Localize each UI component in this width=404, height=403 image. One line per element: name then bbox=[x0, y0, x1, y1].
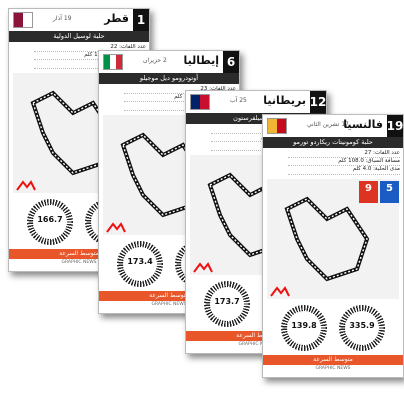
credit: GRAPHIC NEWS bbox=[61, 260, 97, 265]
turns-badges: 9 5 bbox=[359, 181, 399, 203]
speed-label-bar: متوسط السرعة bbox=[9, 249, 149, 259]
country-name: بريطانيا bbox=[263, 94, 306, 107]
laps: عدد اللفات: 22 bbox=[34, 44, 146, 53]
country-flag-icon bbox=[267, 118, 287, 134]
country-flag-icon bbox=[103, 54, 123, 70]
credit: GRAPHIC NEWS bbox=[238, 342, 274, 347]
country-flag-icon bbox=[190, 94, 210, 110]
lap-length: مدى الحلبة: 4.0 كلم bbox=[288, 166, 400, 175]
motogp-logo-icon bbox=[270, 286, 290, 297]
laps: عدد اللفات: 23 bbox=[124, 86, 236, 95]
avg-speed-gauge: 139.8 bbox=[281, 305, 327, 351]
avg-speed-gauge: 173.7 bbox=[204, 281, 250, 327]
max-speed-gauge: 335.9 bbox=[339, 305, 385, 351]
country-flag-icon bbox=[13, 12, 33, 28]
race-length: مسافة السباق: 108.0 كلم bbox=[288, 158, 400, 167]
circuit-name: أوتودرومو ديل موجيلو bbox=[99, 73, 239, 84]
right-turns-badge: 5 bbox=[380, 181, 399, 203]
circuit-info: عدد اللفات: 27 مسافة السباق: 108.0 كلم م… bbox=[288, 150, 400, 175]
track-map bbox=[267, 179, 399, 299]
avg-speed-gauge: 166.7 bbox=[27, 199, 73, 245]
credit: GRAPHIC NEWS bbox=[151, 302, 187, 307]
avg-speed-gauge: 173.4 bbox=[117, 241, 163, 287]
circuit-name: حلبة لوسيل الدولية bbox=[9, 31, 149, 42]
race-card: 19 فالنسيا 17 تشرين الثاني حلبة كومونيتا… bbox=[262, 114, 404, 378]
credit: GRAPHIC NEWS bbox=[315, 366, 351, 371]
circuit-name: حلبة سيلفرستون bbox=[186, 113, 326, 124]
speed-label-bar: متوسط السرعة bbox=[263, 355, 403, 365]
motogp-logo-icon bbox=[193, 262, 213, 273]
speed-gauges: 139.8 335.9 bbox=[263, 305, 403, 355]
round-number: 6 bbox=[223, 51, 239, 73]
motogp-logo-icon bbox=[16, 180, 36, 191]
country-name: إيطاليا bbox=[183, 54, 220, 67]
race-date: 2 حزيران bbox=[143, 57, 167, 64]
speed-label-bar: متوسط السرعة bbox=[99, 291, 239, 301]
round-number: 19 bbox=[387, 115, 403, 137]
round-number: 1 bbox=[133, 9, 149, 31]
race-date: 19 آذار bbox=[53, 15, 72, 22]
race-date: 25 آب bbox=[230, 97, 247, 104]
motogp-logo-icon bbox=[106, 222, 126, 233]
race-date: 17 تشرين الثاني bbox=[307, 121, 349, 128]
country-name: قطر bbox=[104, 12, 129, 25]
speed-label-bar: متوسط السرعة bbox=[186, 331, 326, 341]
left-turns-badge: 9 bbox=[359, 181, 378, 203]
laps: عدد اللفات: 27 bbox=[288, 150, 400, 159]
round-number: 12 bbox=[310, 91, 326, 113]
circuit-name: حلبة كومونيتات ريكاردو تورمو bbox=[263, 137, 403, 148]
country-name: فالنسيا bbox=[343, 118, 383, 131]
